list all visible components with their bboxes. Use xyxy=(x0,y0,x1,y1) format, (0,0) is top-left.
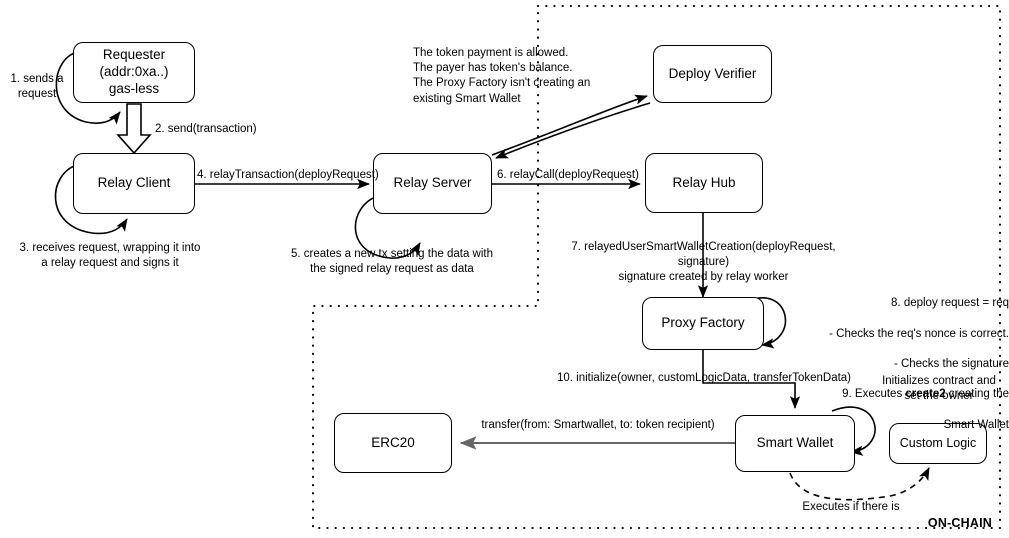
node-smart-wallet-label: Smart Wallet xyxy=(756,435,834,451)
label-step-7: 7. relayedUserSmartWalletCreation(deploy… xyxy=(571,241,836,284)
node-requester-label: Requester (addr:0xa..) gas-less xyxy=(99,47,169,96)
node-smart-wallet[interactable]: Smart Wallet xyxy=(735,415,855,472)
node-erc20[interactable]: ERC20 xyxy=(334,413,452,473)
label-executes-if-there-is: Executes if there is xyxy=(802,501,900,513)
edge-verifier-to-server xyxy=(495,102,651,159)
label-step-4: 4. relayTransaction(deployRequest) xyxy=(197,169,379,181)
label-step-2: 2. send(transaction) xyxy=(155,123,257,135)
label-step-1: 1. sends a request xyxy=(10,73,64,101)
note-proxy-factory: 8. deploy request = req - Checks the req… xyxy=(781,281,1009,448)
node-custom-logic[interactable]: Custom Logic xyxy=(889,423,987,464)
node-requester[interactable]: Requester (addr:0xa..) gas-less xyxy=(73,42,195,103)
label-transfer: transfer(from: Smartwallet, to: token re… xyxy=(481,419,715,431)
note-proxy-factory-line-1: 8. deploy request = req xyxy=(891,297,1009,310)
node-relay-server[interactable]: Relay Server xyxy=(373,153,492,214)
node-deploy-verifier-label: Deploy Verifier xyxy=(668,65,757,81)
node-custom-logic-label: Custom Logic xyxy=(899,435,977,450)
label-step-10: 10. initialize(owner, customLogicData, t… xyxy=(556,372,852,384)
label-step-6: 6. relayCall(deployRequest) xyxy=(497,169,639,181)
label-initializes-contract: Initializes contract and set the owner xyxy=(882,375,996,403)
node-erc20-label: ERC20 xyxy=(371,434,415,450)
note-deploy-verifier: The token payment is allowed. The payer … xyxy=(413,47,591,105)
edge-initialize xyxy=(702,350,801,409)
note-proxy-factory-line-2: - Checks the req's nonce is correct. xyxy=(829,327,1009,340)
edge-relay-client-self xyxy=(54,164,128,235)
label-step-3: 3. receives request, wrapping it into a … xyxy=(19,242,201,270)
node-deploy-verifier[interactable]: Deploy Verifier xyxy=(653,45,772,103)
node-relay-server-label: Relay Server xyxy=(393,175,472,191)
note-proxy-factory-line-4-post: creating the xyxy=(945,388,1009,401)
edge-relay-server-self xyxy=(354,195,421,259)
node-proxy-factory-label: Proxy Factory xyxy=(661,315,745,331)
note-proxy-factory-line-3: - Checks the signature xyxy=(893,357,1009,370)
edge-smart-wallet-self xyxy=(831,406,876,456)
edge-executes-if-there-is xyxy=(789,467,930,501)
edge-send-transaction xyxy=(116,103,152,155)
edge-requester-self xyxy=(55,51,121,125)
label-step-5: 5. creates a new tx setting the data wit… xyxy=(290,248,493,276)
node-relay-client-label: Relay Client xyxy=(97,175,171,191)
edge-server-to-verifier xyxy=(491,94,648,156)
node-relay-hub[interactable]: Relay Hub xyxy=(645,153,763,213)
note-proxy-factory-line-4-pre: 9. Executes xyxy=(842,388,906,401)
on-chain-caption: ON-CHAIN xyxy=(927,516,992,530)
node-relay-client[interactable]: Relay Client xyxy=(73,153,195,214)
node-relay-hub-label: Relay Hub xyxy=(672,174,736,190)
node-proxy-factory[interactable]: Proxy Factory xyxy=(642,297,764,350)
note-proxy-factory-line-5: Smart Wallet xyxy=(943,418,1009,431)
note-proxy-factory-create2: create2 xyxy=(905,388,946,401)
